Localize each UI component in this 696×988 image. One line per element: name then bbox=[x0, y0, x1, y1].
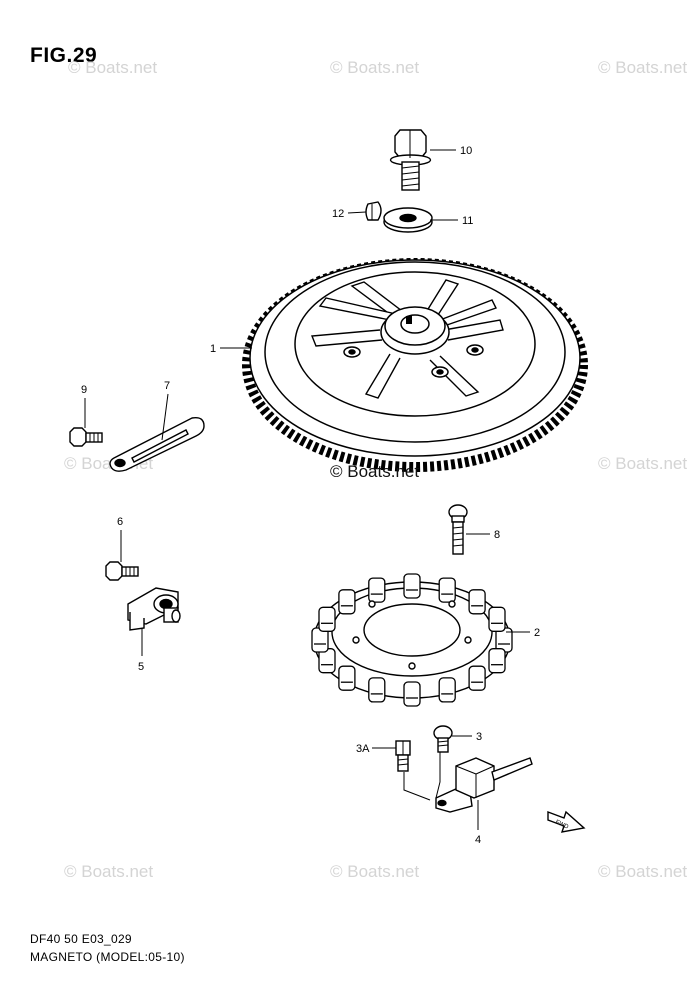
part-3-screw bbox=[433, 725, 453, 753]
callout-6: 6 bbox=[117, 516, 123, 528]
watermark: © Boats.net bbox=[598, 454, 688, 473]
callout-2: 2 bbox=[534, 627, 540, 639]
stator-coil bbox=[468, 589, 486, 615]
callout-4: 4 bbox=[475, 834, 481, 846]
watermark: © Boats.net bbox=[598, 58, 688, 77]
stator-coil bbox=[488, 648, 506, 674]
callout-3: 3 bbox=[476, 731, 482, 743]
stator-coil bbox=[368, 677, 386, 703]
watermark: © Boats.net bbox=[330, 862, 420, 881]
stator-coil bbox=[368, 577, 386, 603]
stator-coil bbox=[438, 677, 456, 703]
part-5-sensor bbox=[127, 587, 181, 631]
callout-10: 10 bbox=[460, 145, 472, 157]
stator-coil bbox=[468, 665, 486, 691]
fwd-label: FWD bbox=[554, 819, 570, 830]
watermark: © Boats.net bbox=[598, 862, 688, 881]
part-12-key bbox=[365, 201, 382, 221]
figure-title: FIG.29 bbox=[30, 44, 98, 67]
callout-7: 7 bbox=[164, 380, 170, 392]
watermark: © Boats.net bbox=[68, 58, 158, 77]
part-2-stator bbox=[311, 573, 513, 707]
part-6-bolt bbox=[105, 561, 139, 581]
callout-3a: 3A bbox=[356, 743, 370, 755]
stator-coil bbox=[338, 589, 356, 615]
caption-name: MAGNETO (MODEL:05-10) bbox=[30, 950, 185, 964]
stator-coil bbox=[488, 606, 506, 632]
part-7-bracket bbox=[109, 416, 205, 472]
part-11-washer bbox=[383, 207, 433, 233]
stator-coil bbox=[403, 681, 421, 707]
stator-coil bbox=[438, 577, 456, 603]
callout-8: 8 bbox=[494, 529, 500, 541]
stator-coil bbox=[338, 665, 356, 691]
watermark-center: © Boats.net bbox=[330, 462, 420, 481]
watermark: © Boats.net bbox=[64, 862, 154, 881]
fwd-arrow-icon: FWD bbox=[547, 810, 586, 833]
part-9-bolt bbox=[69, 427, 103, 447]
part-8-screw bbox=[448, 504, 468, 555]
part-10-bolt bbox=[389, 129, 432, 191]
stator-coil bbox=[403, 573, 421, 599]
callout-11: 11 bbox=[462, 215, 473, 227]
caption-code: DF40 50 E03_029 bbox=[30, 932, 132, 946]
part-4-pulser-coil bbox=[435, 757, 533, 813]
watermark: © Boats.net bbox=[330, 58, 420, 77]
callout-12: 12 bbox=[332, 208, 344, 220]
leader-lines bbox=[84, 149, 530, 830]
part-1-flywheel bbox=[242, 258, 588, 472]
stator-coil bbox=[318, 606, 336, 632]
part-3a-screw bbox=[395, 740, 411, 772]
callout-9: 9 bbox=[81, 384, 87, 396]
callout-1: 1 bbox=[210, 343, 216, 355]
callout-5: 5 bbox=[138, 661, 144, 673]
